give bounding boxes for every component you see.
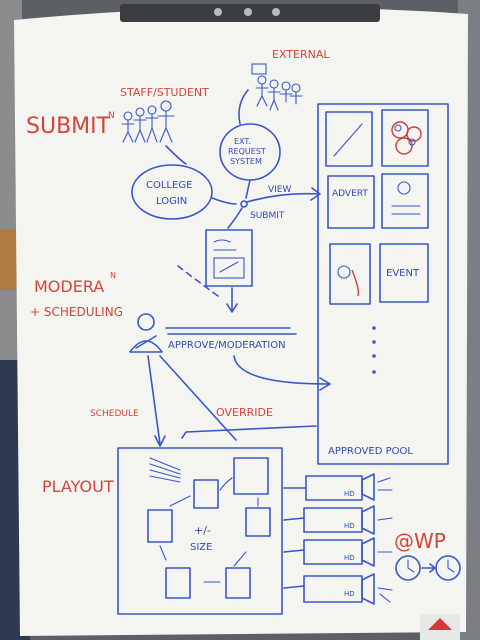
advert-label: ADVERT bbox=[332, 189, 368, 199]
at-wp-label: @WP bbox=[394, 529, 446, 553]
clock-icon bbox=[395, 555, 421, 581]
college-login-label-2: LOGIN bbox=[156, 196, 187, 207]
speaker-1 bbox=[361, 473, 375, 501]
playout-item-5 bbox=[165, 567, 191, 599]
scheduling-label: + SCHEDULING bbox=[30, 305, 123, 319]
pie-icon bbox=[397, 181, 411, 195]
photo-figure bbox=[337, 265, 351, 279]
pool-item-2 bbox=[381, 109, 429, 167]
view-label: VIEW bbox=[268, 185, 291, 195]
ext-request-label-2: REQUEST bbox=[228, 147, 266, 156]
arrow-staff-to-login bbox=[165, 145, 187, 165]
speaker-4 bbox=[361, 573, 375, 605]
playlist-lines bbox=[149, 457, 181, 483]
moderation-sup: N bbox=[110, 271, 116, 280]
clip-screw bbox=[272, 8, 280, 16]
approve-moderation-label: APPROVE/MODERATION bbox=[168, 340, 286, 351]
hd-label-4: HD bbox=[344, 590, 355, 598]
clip-screw bbox=[244, 8, 252, 16]
clock-hands bbox=[447, 559, 455, 573]
document-lines bbox=[213, 239, 237, 251]
cycle-arrows bbox=[159, 477, 259, 583]
arrow-head bbox=[429, 563, 436, 573]
clock-hands bbox=[407, 559, 415, 573]
clip-screw bbox=[214, 8, 222, 16]
arrow-override bbox=[181, 425, 317, 439]
hd-label-1: HD bbox=[344, 490, 355, 498]
arrow-schedule bbox=[147, 355, 161, 445]
pool-item-chart bbox=[381, 173, 429, 229]
sound-lines bbox=[377, 477, 393, 603]
text-lines bbox=[391, 205, 421, 215]
document-image bbox=[213, 257, 245, 279]
sticker-logo bbox=[428, 618, 452, 630]
arrow-external-to-ext bbox=[238, 89, 249, 125]
playout-item-3 bbox=[245, 507, 271, 537]
connector bbox=[283, 585, 305, 589]
approved-pool-label: APPROVED POOL bbox=[328, 446, 413, 457]
hd-label-2: HD bbox=[344, 522, 355, 530]
more-items-dots bbox=[372, 326, 376, 374]
submit-small-label: SUBMIT bbox=[250, 211, 285, 221]
approved-pool-container bbox=[317, 103, 449, 465]
pool-item-event bbox=[379, 243, 429, 303]
connector bbox=[283, 549, 305, 553]
pool-item-1-slash bbox=[333, 123, 363, 157]
playout-item-6 bbox=[225, 567, 251, 599]
playout-item-4 bbox=[147, 509, 173, 543]
moderator-figure bbox=[129, 313, 163, 353]
arrow-head bbox=[226, 303, 238, 313]
ext-request-label-1: EXT. bbox=[234, 137, 251, 146]
playout-screen bbox=[117, 447, 283, 615]
pool-item-2-image bbox=[391, 121, 422, 155]
schedule-label: SCHEDULE bbox=[90, 409, 139, 419]
arrow-head bbox=[154, 435, 166, 447]
external-label: EXTERNAL bbox=[272, 48, 330, 61]
arrow-head bbox=[310, 187, 321, 201]
submit-superscript: N bbox=[108, 111, 115, 121]
whiteboard-surface bbox=[14, 7, 468, 636]
college-login-node bbox=[131, 164, 213, 220]
event-label: EVENT bbox=[386, 268, 420, 279]
arrow-to-pool bbox=[233, 355, 329, 385]
pool-item-1 bbox=[325, 111, 373, 167]
staff-student-label: STAFF/STUDENT bbox=[120, 86, 209, 99]
hd-screens: HD HD HD HD bbox=[283, 473, 393, 605]
dashed-arrow-moderation bbox=[177, 265, 219, 297]
size-label-1: +/- bbox=[194, 524, 211, 537]
submit-junction bbox=[240, 200, 248, 208]
photo-red-mark bbox=[351, 269, 360, 297]
external-figures bbox=[251, 63, 303, 111]
playout-item-2 bbox=[193, 479, 219, 509]
arrow-login-to-junction bbox=[211, 197, 237, 205]
size-label-2: SIZE bbox=[190, 542, 212, 553]
clock-icon bbox=[435, 555, 461, 581]
moderation-label: MODERA bbox=[34, 277, 104, 296]
pool-item-advert bbox=[327, 175, 375, 229]
arrow-head bbox=[319, 377, 331, 391]
hd-label-3: HD bbox=[344, 554, 355, 562]
connector bbox=[283, 517, 305, 521]
speaker-2 bbox=[361, 505, 375, 535]
speaker-3 bbox=[361, 537, 375, 567]
staff-student-figures bbox=[121, 100, 175, 143]
playout-label: PLAYOUT bbox=[42, 477, 114, 496]
arrow-ext-to-junction bbox=[245, 179, 251, 199]
submit-label: SUBMIT bbox=[26, 114, 111, 139]
override-label: OVERRIDE bbox=[216, 406, 273, 419]
college-login-label-1: COLLEGE bbox=[146, 180, 192, 191]
arrow-view bbox=[246, 192, 319, 203]
playout-item-1 bbox=[233, 457, 269, 495]
ext-request-label-3: SYSTEM bbox=[230, 157, 262, 166]
submitted-document bbox=[205, 229, 253, 287]
document-slash bbox=[219, 261, 239, 273]
arrow-to-doc bbox=[227, 207, 243, 229]
arrow-direct bbox=[159, 355, 237, 441]
pool-item-photo bbox=[329, 243, 371, 305]
